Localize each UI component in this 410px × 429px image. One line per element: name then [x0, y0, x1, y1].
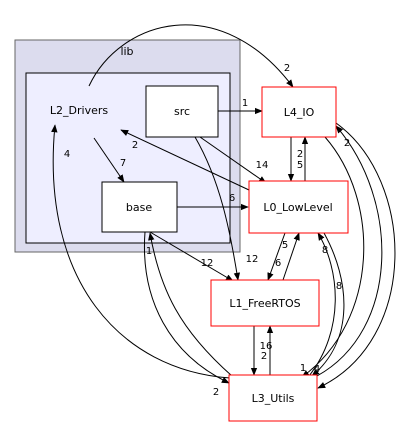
- edge-label-l0-to-l4io: 2: [297, 149, 303, 160]
- edge-label-l0-to-l1: 6: [275, 258, 281, 269]
- edge-src-to-l1: [194, 136, 241, 281]
- node-l0-lowlevel-label: L0_LowLevel: [263, 201, 332, 214]
- node-l0-lowlevel[interactable]: L0_LowLevel: [248, 180, 349, 234]
- edge-label-src-to-l0: 14: [256, 160, 269, 171]
- edge-l3-to-drivers: [51, 124, 231, 379]
- edge-label-src-to-l1: 12: [246, 254, 259, 265]
- edges: [51, 24, 396, 389]
- node-l3-utils[interactable]: L3_Utils: [228, 374, 318, 422]
- edge-drivers-to-base: [93, 137, 125, 183]
- edge-l0-to-l3: [311, 232, 345, 377]
- edge-l3-to-base: [148, 232, 233, 377]
- edge-label-l3-to-l1: 16: [260, 341, 273, 352]
- edge-base-to-l3: [143, 231, 230, 384]
- edge-src-to-l0: [199, 136, 267, 184]
- edge-label-l3-to-drivers: 4: [64, 149, 70, 160]
- edge-label-l0-to-l3: 8: [336, 281, 342, 292]
- edge-l0-to-drivers: [120, 129, 250, 191]
- node-l3-utils-label: L3_Utils: [252, 392, 295, 405]
- edge-l1-to-l0: [282, 232, 300, 281]
- edge-label-l1-to-l3: 2: [261, 351, 267, 362]
- edge-label-l3-to-base: 1: [146, 246, 152, 257]
- edge-l4io-to-l3-a: [301, 136, 365, 378]
- edge-label-l4io-to-l0: 5: [297, 160, 303, 171]
- edge-label-base-to-l3: 2: [213, 387, 219, 398]
- node-l4-io-label: L4_IO: [284, 106, 315, 119]
- edge-labels: 2 1 7 2 4 14 6 5 2 2 12 12 6 5 8 8 2 16 …: [64, 63, 350, 398]
- edge-label-src-to-l4io: 1: [242, 98, 248, 109]
- edge-label-l0-to-drivers: 2: [132, 140, 138, 151]
- node-base[interactable]: base: [101, 181, 178, 233]
- edge-l3-to-l0: [308, 232, 336, 377]
- edge-label-drivers-to-l4io: 2: [284, 63, 290, 74]
- node-base-label: base: [126, 201, 152, 214]
- edge-label-base-to-l0: 6: [229, 193, 235, 204]
- edge-label-drivers-to-base: 7: [120, 158, 126, 169]
- node-src[interactable]: src: [145, 85, 219, 138]
- edge-base-to-l1: [149, 231, 234, 282]
- edge-label-l3-to-l4io: 2: [344, 138, 350, 149]
- edge-drivers-to-l4io: [88, 24, 294, 88]
- lib-cluster-label: lib: [120, 45, 133, 58]
- edge-label-l1-to-l0: 5: [282, 240, 288, 251]
- node-l1-freertos[interactable]: L1_FreeRTOS: [210, 279, 320, 327]
- edge-label-l4io-to-l3-a: 1: [300, 363, 306, 374]
- edge-label-l4io-to-l3-b: 4: [314, 364, 320, 375]
- l2-drivers-cluster-label: L2_Drivers: [50, 104, 108, 117]
- edge-l4io-to-l3-b: [317, 122, 396, 389]
- edge-l0-to-l1: [267, 232, 286, 281]
- node-l1-freertos-label: L1_FreeRTOS: [229, 297, 300, 310]
- edge-l3-to-l4io: [316, 125, 383, 377]
- node-src-label: src: [174, 105, 190, 118]
- node-l4-io[interactable]: L4_IO: [261, 86, 337, 138]
- edge-label-l3-to-l0: 8: [322, 245, 328, 256]
- edge-label-base-to-l1: 12: [201, 258, 214, 269]
